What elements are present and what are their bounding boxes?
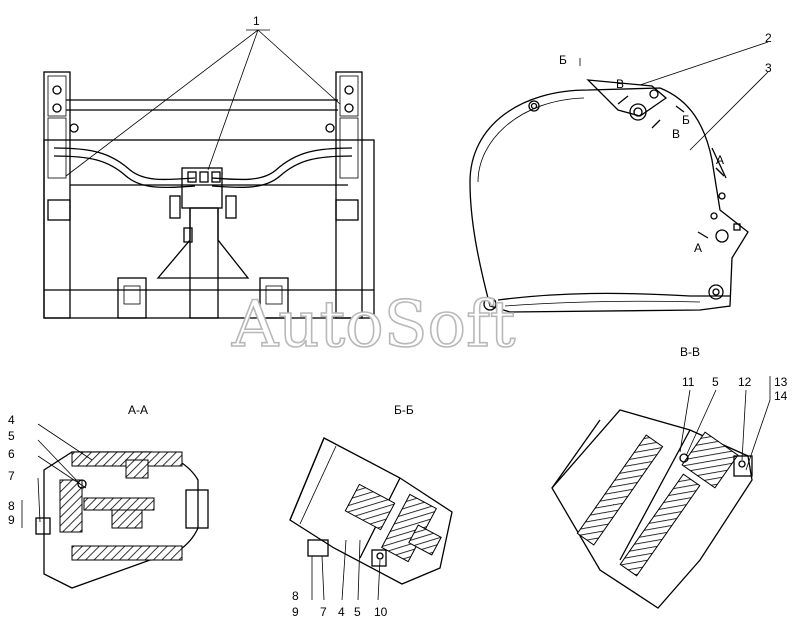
callout-vv-11: 11 bbox=[682, 375, 695, 389]
callout-2: 2 bbox=[765, 31, 772, 45]
front-view bbox=[43, 71, 375, 319]
callout-bb-9: 9 bbox=[292, 605, 299, 619]
callout-vv-5: 5 bbox=[712, 375, 719, 389]
callout-vv-13: 13 bbox=[774, 375, 788, 389]
callout-vv-12: 12 bbox=[738, 375, 752, 389]
cut-mark-v-mid: В bbox=[672, 127, 680, 141]
side-view-annotations bbox=[579, 41, 769, 239]
callout-aa-6: 6 bbox=[8, 447, 15, 461]
callout-3: 3 bbox=[765, 61, 772, 75]
section-bb bbox=[289, 437, 453, 601]
side-view bbox=[469, 79, 749, 313]
callout-aa-4: 4 bbox=[8, 413, 15, 427]
section-title-aa: А-А bbox=[128, 403, 148, 417]
callout-vv-14: 14 bbox=[774, 389, 788, 403]
callout-bb-7: 7 bbox=[320, 605, 327, 619]
callout-aa-5: 5 bbox=[8, 429, 15, 443]
callout-bb-4: 4 bbox=[338, 605, 345, 619]
section-aa bbox=[21, 423, 209, 589]
section-title-vv: В-В bbox=[680, 345, 700, 359]
callout-1: 1 bbox=[253, 14, 260, 28]
callout-1-leaders bbox=[65, 29, 341, 177]
cut-mark-b-top: Б bbox=[559, 53, 567, 67]
callout-bb-8: 8 bbox=[292, 589, 299, 603]
cut-mark-v-top: В bbox=[616, 77, 624, 91]
section-vv bbox=[551, 376, 771, 609]
callout-aa-8: 8 bbox=[8, 499, 15, 513]
cut-mark-a-right: А bbox=[716, 153, 724, 167]
watermark: AutoSoft bbox=[231, 288, 516, 362]
callout-aa-7: 7 bbox=[8, 469, 15, 483]
callout-aa-9: 9 bbox=[8, 513, 15, 527]
callout-bb-10: 10 bbox=[374, 605, 388, 619]
callout-bb-5: 5 bbox=[354, 605, 361, 619]
cut-mark-a-bottom: А bbox=[694, 241, 702, 255]
cut-mark-b-mid: Б bbox=[682, 113, 690, 127]
section-title-bb: Б-Б bbox=[394, 403, 414, 417]
